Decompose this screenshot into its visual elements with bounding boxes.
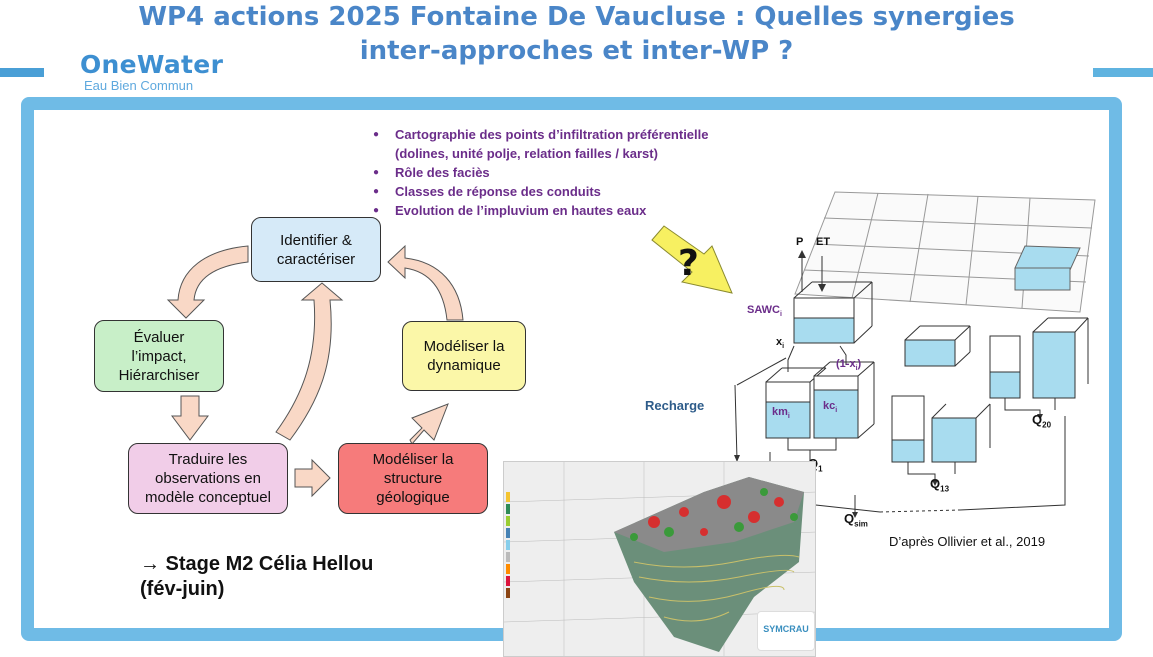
label-q13-sub: 13 [940,484,950,494]
label-x-sub: i [782,343,785,351]
arrow-geology-to-dynamic [409,403,449,445]
label-sawc: SAWCi [747,304,782,318]
node-translate-line: modèle conceptuel [145,489,271,506]
node-translate-line: Traduire les [168,451,248,468]
label-kc-main: kc [823,400,836,412]
label-one-minus-x-main: (1-x [836,358,856,370]
node-translate-line: observations en [155,470,261,487]
label-sawc-sub: i [780,311,782,319]
node-model-geology-line: structure [383,470,443,487]
label-x-main: x [776,336,783,348]
bullet-list: Cartographie des points d’infiltration p… [373,125,709,220]
label-one-minus-x-sub: i [855,365,858,373]
label-q20: Q20 [1032,412,1051,430]
label-sawc-main: SAWC [747,304,780,316]
arrow-evaluate-to-translate [171,395,209,441]
slide-title-line-1: WP4 actions 2025 Fontaine De Vaucluse : … [138,2,1015,32]
node-translate: Traduire les observations en modèle concep… [128,443,288,514]
label-qsim-sub: sim [854,519,868,529]
node-identify-line: caractériser [276,250,356,268]
label-x: xi [776,336,784,350]
node-identify: Identifier &caractériser [251,217,381,282]
label-q1-sub: 1 [818,464,823,474]
node-model-geology-line: Modéliser la [372,451,454,468]
label-q13: Q13 [930,476,949,494]
bullet-item: Evolution de l’impluvium en hautes eaux [373,201,709,220]
label-qsim: Qsim [844,511,868,529]
label-one-minus-x-end: ) [857,358,862,370]
label-km-sub: i [787,413,790,421]
node-model-dynamic-line: dynamique [427,357,501,374]
internship-line: (fév-juin) [140,578,225,600]
arrow-translate-to-geology [294,458,331,498]
internship-line: → Stage M2 Célia Hellou [140,553,374,575]
slide-title-line-2: inter-approches et inter-WP ? [359,36,794,66]
question-mark: ? [678,243,699,284]
bullet-item: Rôle des faciès [373,163,709,182]
bullet-item: Cartographie des points d’infiltration p… [373,125,709,163]
arrow-question-to-model [651,225,733,294]
logo-brand: OneWater [80,50,224,79]
bullet-text: Cartographie des points d’infiltration p… [395,127,709,142]
node-evaluate-line: Évaluer [133,328,185,346]
node-model-geology: Modéliser la structure géologique [338,443,488,514]
label-kc: kci [823,400,837,414]
label-p: P [796,236,804,248]
label-qsim-main: Q [844,511,855,526]
label-km-main: km [772,406,788,418]
node-model-dynamic: Modéliser la dynamique [402,321,526,391]
symcrau-logo: SYMCRAU [757,611,815,651]
slide-title: WP4 actions 2025 Fontaine De Vaucluse : … [0,0,1153,68]
label-q20-main: Q [1032,412,1043,427]
node-model-dynamic-line: Modéliser la [423,338,505,355]
label-et: ET [816,236,831,248]
arrow-translate-to-identify [275,282,344,441]
bullet-text: (dolines, unité polje, relation failles … [395,146,658,161]
logo-tagline: Eau Bien Commun [84,78,194,93]
node-identify-line: Identifier & [280,231,352,249]
label-q13-main: Q [930,476,941,491]
label-km: kmi [772,406,790,420]
node-evaluate-line: Hiérarchiser [118,366,200,384]
onewater-logo: OneWater Eau Bien Commun [80,51,223,93]
decorative-bar-right [1093,68,1153,77]
symcrau-text: SYMCRAU [763,624,809,634]
bullet-item: Classes de réponse des conduits [373,182,709,201]
decorative-bar-left [0,68,44,77]
arrow-identify-to-evaluate [166,245,249,319]
node-model-geology-line: géologique [376,489,450,506]
label-kc-sub: i [835,407,838,415]
label-recharge: Recharge [645,398,705,413]
label-one-minus-x: (1-xi) [836,358,861,372]
node-evaluate-line: l’impact, [131,347,187,365]
label-q20-sub: 20 [1042,420,1052,430]
internship-note: → Stage M2 Célia Hellou (fév-juin) [140,552,373,602]
arrow-dynamic-to-identify [387,244,464,321]
source-credit: D’après Ollivier et al., 2019 [889,534,1046,549]
